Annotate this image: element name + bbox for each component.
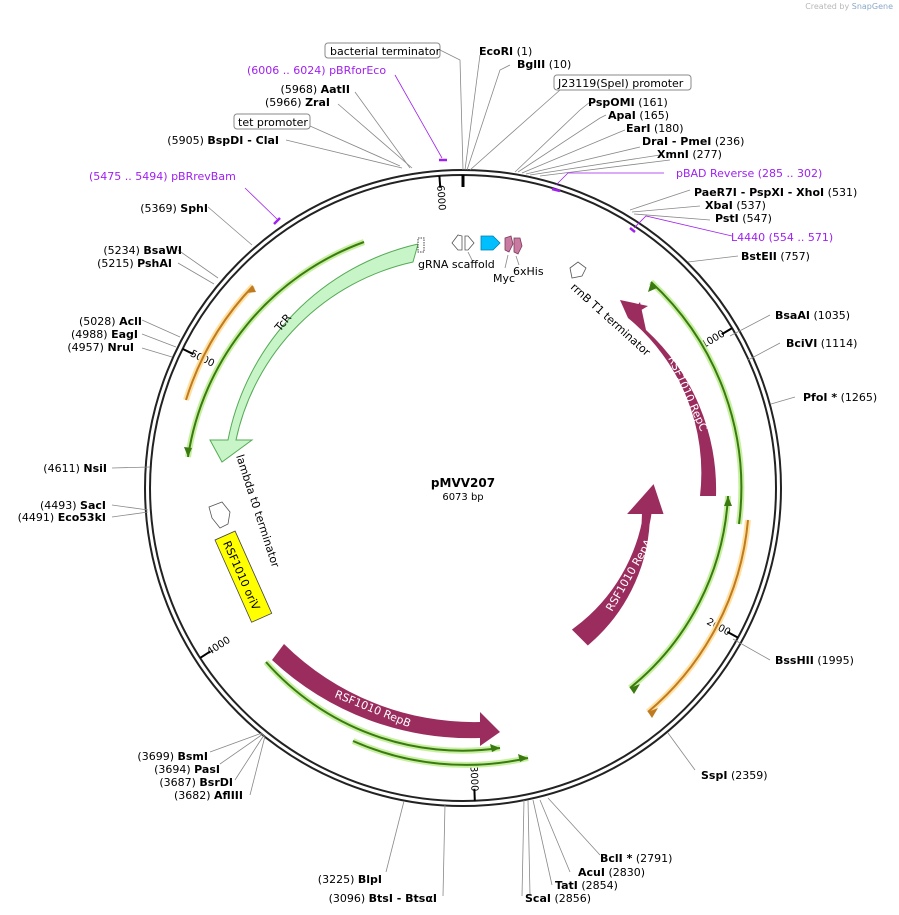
myc-label: Myc xyxy=(493,272,515,285)
svg-text:(4493) SacI: (4493) SacI xyxy=(40,499,106,512)
orf-arc-6 xyxy=(187,241,365,458)
svg-text:EarI (180): EarI (180) xyxy=(626,122,684,135)
svg-text:(5966) ZraI: (5966) ZraI xyxy=(265,96,330,109)
primer-leaders xyxy=(244,74,733,237)
tick-label: 4000 xyxy=(205,635,232,658)
svg-text:PstI (547): PstI (547) xyxy=(715,212,772,225)
orf-arc-2 xyxy=(629,495,729,689)
orf-arcs xyxy=(183,239,751,768)
plasmid-size: 6073 bp xyxy=(442,492,483,503)
repa-feature xyxy=(571,484,664,646)
snapgene-credit: Created by SnapGene xyxy=(805,2,893,11)
orf-arc-4 xyxy=(265,661,501,752)
tick-mark xyxy=(721,327,733,336)
tick-label: 6000 xyxy=(434,185,447,211)
svg-text:BsaAI (1035): BsaAI (1035) xyxy=(775,309,850,322)
svg-text:BssHII (1995): BssHII (1995) xyxy=(775,654,854,667)
svg-text:L4440 (554 .. 571): L4440 (554 .. 571) xyxy=(731,231,833,244)
orf-arrowheads xyxy=(184,282,732,762)
svg-text:(3096) BtsI - BtsαI: (3096) BtsI - BtsαI xyxy=(329,892,437,905)
svg-text:TatI (2854): TatI (2854) xyxy=(555,879,618,892)
svg-text:ScaI (2856): ScaI (2856) xyxy=(525,892,591,905)
tcr-feature xyxy=(209,243,419,463)
svg-text:BstEII (757): BstEII (757) xyxy=(741,250,810,263)
svg-text:(3699) BsmI: (3699) BsmI xyxy=(137,750,208,763)
svg-text:(3694) PasI: (3694) PasI xyxy=(154,763,220,776)
svg-text:(4957) NruI: (4957) NruI xyxy=(67,341,134,354)
primer-mark-l4440 xyxy=(629,227,636,233)
his-tag-2 xyxy=(513,237,523,255)
enzyme-labels-right: EcoRI (1) BglII (10) PspOMI (161) ApaI (… xyxy=(479,45,877,905)
tick-mark xyxy=(726,631,739,639)
tick-mark xyxy=(438,175,442,188)
orf-arc-5 xyxy=(352,740,529,766)
leader-lines xyxy=(111,49,796,897)
repc-feature xyxy=(628,302,717,496)
terminator-arrow-2 xyxy=(464,235,475,251)
rrnb-terminator-arrow xyxy=(569,261,587,279)
svg-text:PaeR7I - PspXI - XhoI (531): PaeR7I - PspXI - XhoI (531) xyxy=(694,186,857,199)
svg-text:ApaI (165): ApaI (165) xyxy=(608,109,669,122)
repb-feature xyxy=(272,644,500,746)
his-tag-1 xyxy=(504,235,514,253)
top-features xyxy=(417,234,523,269)
grna-mark xyxy=(417,237,425,253)
primer-mark-pbrrevbam xyxy=(273,217,281,225)
primer-mark-pbad-reverse xyxy=(551,187,561,193)
primer-marks xyxy=(273,158,636,233)
tick-mark xyxy=(182,347,194,356)
plasmid-name: pMVV207 xyxy=(431,476,495,490)
svg-text:PfoI * (1265): PfoI * (1265) xyxy=(803,391,877,404)
svg-text:(6006 .. 6024) pBRforEco: (6006 .. 6024) pBRforEco xyxy=(247,64,386,77)
enzyme-labels-left: (5968) AatII (5966) ZraI (5905) BspDI - … xyxy=(18,83,437,905)
svg-text:(5905) BspDI - ClaI: (5905) BspDI - ClaI xyxy=(167,134,279,147)
svg-text:(3225) BlpI: (3225) BlpI xyxy=(318,873,382,886)
orf-arc-1 xyxy=(650,281,743,525)
myc-tag xyxy=(480,235,501,251)
svg-text:(5028) AclI: (5028) AclI xyxy=(79,315,142,328)
svg-text:(4988) EagI: (4988) EagI xyxy=(71,328,138,341)
svg-text:AcuI (2830): AcuI (2830) xyxy=(578,866,645,879)
svg-text:XbaI (537): XbaI (537) xyxy=(705,199,766,212)
tick-label: 3000 xyxy=(468,766,480,792)
svg-text:(5234) BsaWI: (5234) BsaWI xyxy=(103,244,182,257)
tet-promoter-label: tet promoter xyxy=(238,116,308,129)
svg-text:PspOMI (161): PspOMI (161) xyxy=(588,96,668,109)
svg-text:SspI (2359): SspI (2359) xyxy=(701,769,768,782)
orf-arc-7 xyxy=(185,285,254,401)
j23119-promoter-label: J23119(SpeI) promoter xyxy=(557,77,684,90)
svg-text:BciVI (1114): BciVI (1114) xyxy=(786,337,857,350)
repc-label: RSF1010 RepC xyxy=(665,354,710,434)
svg-text:(5475 .. 5494) pBRrevBam: (5475 .. 5494) pBRrevBam xyxy=(89,170,236,183)
svg-text:(5369) SphI: (5369) SphI xyxy=(140,202,208,215)
grna-scaffold-label: gRNA scaffold xyxy=(418,258,495,271)
svg-text:DraI - PmeI (236): DraI - PmeI (236) xyxy=(642,135,744,148)
svg-text:(5968) AatII: (5968) AatII xyxy=(281,83,350,96)
tick-mark xyxy=(199,650,211,659)
svg-text:EcoRI (1): EcoRI (1) xyxy=(479,45,532,58)
svg-text:(3682) AflIII: (3682) AflIII xyxy=(174,789,243,802)
repa-label: RSF1010 RepA xyxy=(603,537,655,614)
svg-text:XmnI (277): XmnI (277) xyxy=(657,148,722,161)
svg-text:BglII (10): BglII (10) xyxy=(517,58,571,71)
svg-text:pBAD Reverse (285 .. 302): pBAD Reverse (285 .. 302) xyxy=(676,167,822,180)
svg-text:(3687) BsrDI: (3687) BsrDI xyxy=(159,776,233,789)
terminator-arrow-1 xyxy=(451,234,463,251)
primer-labels: (6006 .. 6024) pBRforEco pBAD Reverse (2… xyxy=(89,64,833,244)
svg-text:BclI * (2791): BclI * (2791) xyxy=(600,852,672,865)
boxed-labels: bacterial terminator J23119(SpeI) promot… xyxy=(233,42,692,130)
lambda-terminator-arrow xyxy=(208,501,231,529)
his-label: 6xHis xyxy=(513,265,544,278)
bacterial-terminator-label: bacterial terminator xyxy=(330,45,441,58)
orf-arc-3 xyxy=(647,519,749,713)
repc-arrowhead xyxy=(620,300,648,318)
svg-text:(5215) PshAI: (5215) PshAI xyxy=(97,257,172,270)
svg-text:(4611) NsiI: (4611) NsiI xyxy=(43,462,107,475)
svg-text:(4491) Eco53kI: (4491) Eco53kI xyxy=(18,511,106,524)
